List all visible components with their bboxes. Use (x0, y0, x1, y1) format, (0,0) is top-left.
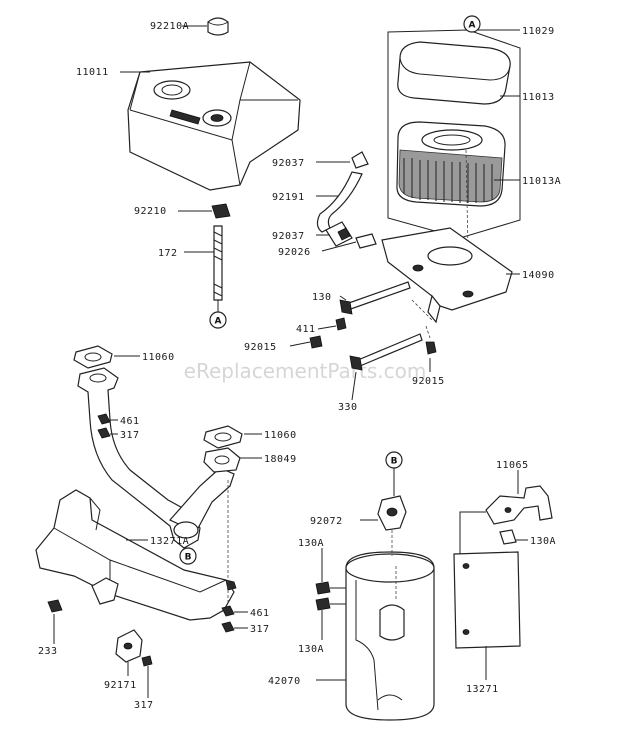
part-label: 92026 (278, 247, 311, 258)
part-label: 130A (298, 644, 324, 655)
exhaust-flange (203, 447, 241, 473)
part-label: 233 (38, 646, 58, 657)
exhaust-pipe (77, 367, 235, 549)
part-label: 92015 (244, 342, 277, 353)
part-label: 92037 (272, 231, 305, 242)
part-label: 92210 (134, 206, 167, 217)
part-label: 11029 (522, 26, 555, 37)
svg-text:B: B (391, 457, 398, 467)
ref-marker-a-bottom: A (209, 311, 227, 329)
part-label: 11011 (76, 67, 109, 78)
part-label: 14090 (522, 270, 555, 281)
part-label: 130A (298, 538, 324, 549)
exhaust-gasket (203, 425, 243, 449)
part-label: 92072 (310, 516, 343, 527)
ref-marker-a-top: A (463, 15, 481, 33)
part-label: 11060 (264, 430, 297, 441)
fuel-tank (127, 61, 301, 191)
air-filter-element (396, 121, 506, 207)
part-label: 317 (134, 700, 154, 711)
part-label: 92037 (272, 158, 305, 169)
part-label: 42070 (268, 676, 301, 687)
muffler-pipe (377, 495, 407, 531)
part-label: 172 (158, 248, 178, 259)
part-label: 461 (250, 608, 270, 619)
part-label: 317 (120, 430, 140, 441)
part-label: 11065 (496, 460, 529, 471)
part-label: 11060 (142, 352, 175, 363)
part-label: 13271 (466, 684, 499, 695)
breather-hose (316, 151, 369, 247)
part-label: 13271A (150, 536, 189, 547)
heat-shield (35, 489, 237, 621)
fuel-cap (207, 17, 229, 36)
part-label: 18049 (264, 454, 297, 465)
ref-marker-b-bottom: B (179, 547, 197, 565)
air-filter-base (381, 227, 513, 324)
part-label: 92210A (150, 21, 189, 32)
muffler (345, 551, 435, 721)
watermark: eReplacementParts.com (184, 359, 427, 383)
part-label: 92015 (412, 376, 445, 387)
part-label: 130A (530, 536, 556, 547)
muffler-cover (453, 551, 521, 649)
mount-bolt (349, 333, 423, 371)
part-label: 330 (338, 402, 358, 413)
mount-bolt (339, 281, 411, 315)
ref-marker-b-top: B (385, 451, 403, 469)
part-label: 411 (296, 324, 316, 335)
part-label: 92171 (104, 680, 137, 691)
part-label: 461 (120, 416, 140, 427)
exhaust-gasket (73, 345, 113, 369)
part-label: 130 (312, 292, 332, 303)
part-label: 11013A (522, 176, 561, 187)
svg-text:A: A (469, 21, 476, 31)
part-label: 317 (250, 624, 270, 635)
shield-clip (115, 629, 143, 663)
part-label: 11013 (522, 92, 555, 103)
svg-text:A: A (215, 317, 222, 327)
muffler-bracket (485, 485, 553, 545)
svg-text:B: B (185, 553, 192, 563)
air-filter-cover (397, 41, 511, 105)
part-label: 92191 (272, 192, 305, 203)
